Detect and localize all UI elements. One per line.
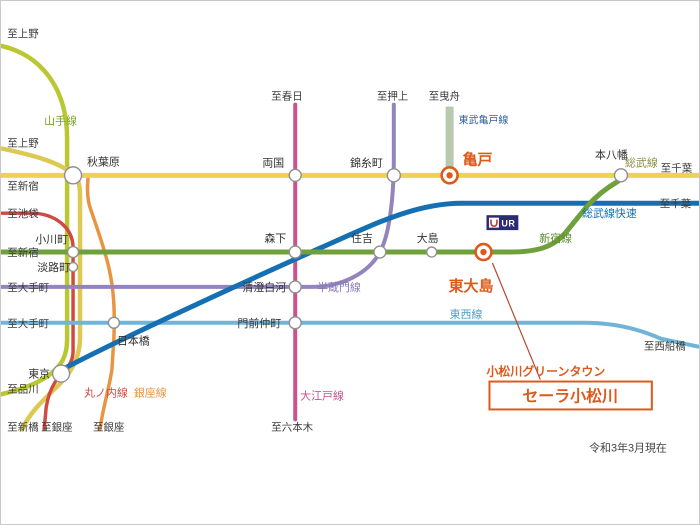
line-label-hanzomon: 半蔵門線 (317, 280, 361, 294)
dir-to-otemachi-2: 至大手町 (7, 317, 49, 330)
station-markers (51, 166, 629, 383)
station-label-ogawamachi: 小川町 (35, 233, 68, 246)
dir-to-hikifune: 至曳舟 (429, 90, 460, 103)
line-label-tozai: 東西線 (450, 307, 483, 321)
station-marker-sumiyoshi (373, 245, 387, 259)
property-name-label: セーラ小松川 (522, 386, 618, 405)
property-name-box (488, 380, 653, 411)
station-marker-monzen-nakacho (288, 316, 302, 330)
station-marker-ogawamachi (66, 245, 80, 259)
station-labels: 秋葉原 両国 錦糸町 本八幡 小川町 淡路町 森下 住吉 大島 清澄白河 門前仲… (28, 147, 628, 380)
dir-to-chiba-2: 至千葉 (660, 197, 692, 210)
rail-lines (1, 43, 699, 432)
station-marker-awajicho (67, 261, 79, 273)
station-label-sumiyoshi: 住吉 (351, 231, 373, 245)
ur-badge-text: UR (501, 219, 515, 229)
shinjuku-line (1, 178, 621, 255)
dir-to-ginza-2: 至銀座 (93, 420, 124, 433)
line-label-oedo: 大江戸線 (300, 388, 344, 402)
line-labels: 山手線 総武線 総武線快速 新宿線 半蔵門線 東西線 大江戸線 丸ノ内線 銀座線… (44, 114, 658, 403)
station-marker-tokyo (51, 364, 71, 383)
station-marker-ryogoku (288, 168, 302, 183)
station-label-kiyosumi-shirakawa: 清澄白河 (242, 280, 286, 294)
line-label-yamanote: 山手線 (44, 114, 77, 128)
date-note: 令和3年3月現在 (589, 440, 667, 454)
dir-to-ikebukuro: 至池袋 (7, 207, 39, 220)
dir-to-chiba-1: 至千葉 (661, 161, 693, 174)
dir-to-shinjuku-1: 至新宿 (7, 179, 38, 192)
station-label-ojima: 大島 (417, 231, 439, 245)
ur-mark-icon (490, 219, 498, 227)
highlight-marker-kameido-dot (446, 172, 453, 179)
station-label-higashi-ojima: 東大島 (449, 277, 494, 295)
station-marker-ojima (426, 246, 438, 258)
dir-to-ginza-1: 至銀座 (41, 420, 72, 433)
highlight-marker-higashi-ojima-dot (480, 248, 487, 256)
dir-to-ueno-1: 至上野 (7, 28, 39, 40)
dir-to-shinagawa: 至品川 (7, 384, 38, 396)
station-marker-kinshicho (386, 168, 402, 183)
dir-to-roppongi: 至六本木 (271, 420, 313, 433)
property-callout: 小松川グリーンタウン セーラ小松川 (486, 364, 653, 411)
hanzomon-line (1, 102, 396, 289)
station-label-kameido: 亀戸 (463, 150, 493, 168)
station-label-ryogoku: 両国 (262, 156, 284, 169)
ur-logo-badge: UR (486, 215, 519, 231)
station-marker-morishita (288, 245, 302, 259)
line-label-sobu: 総武線 (625, 155, 658, 169)
property-area-label: 小松川グリーンタウン (486, 364, 605, 379)
dir-to-otemachi-1: 至大手町 (7, 281, 49, 294)
line-label-shinjuku: 新宿線 (539, 231, 572, 245)
property-leader-line (491, 262, 541, 380)
direction-labels: 至上野 至上野 至新宿 至池袋 至新宿 至大手町 至大手町 至品川 至新橋 至銀… (7, 28, 692, 433)
marunouchi-line (1, 211, 75, 432)
dir-to-shimbashi: 至新橋 (7, 420, 39, 433)
station-label-akihabara: 秋葉原 (87, 154, 120, 168)
dir-to-shinjuku-2: 至新宿 (7, 246, 38, 259)
ginza-line (85, 176, 116, 432)
line-label-sobu-rapid: 総武線快速 (582, 206, 637, 220)
station-label-monzen-nakacho: 門前仲町 (237, 316, 281, 330)
dir-to-oshiage: 至押上 (377, 90, 408, 103)
tozai-line (1, 320, 699, 349)
station-marker-akihabara (63, 166, 83, 185)
line-label-marunouchi: 丸ノ内線 (84, 385, 128, 399)
station-label-awajicho: 淡路町 (37, 261, 70, 274)
station-label-tokyo: 東京 (28, 367, 50, 381)
station-label-kinshicho: 錦糸町 (350, 155, 383, 169)
station-label-motoyawata: 本八幡 (595, 147, 628, 161)
station-marker-motoyawata (613, 168, 629, 183)
dir-to-ueno-2: 至上野 (7, 137, 39, 149)
station-marker-kiyosumi-shirakawa (288, 280, 302, 294)
ur-mark-tile (488, 217, 499, 228)
station-marker-nihombashi (107, 316, 121, 329)
line-label-ginza: 銀座線 (134, 385, 167, 399)
station-label-nihombashi: 日本橋 (117, 334, 150, 348)
dir-to-kasuga: 至春日 (271, 91, 302, 103)
yamanote-line (1, 43, 70, 397)
station-label-morishita: 森下 (264, 231, 286, 245)
line-label-tobu-kameido: 東武亀戸線 (459, 114, 509, 127)
tobu-kameido-line (445, 106, 454, 169)
dir-to-nishi-funabashi: 至西船橋 (644, 340, 686, 353)
